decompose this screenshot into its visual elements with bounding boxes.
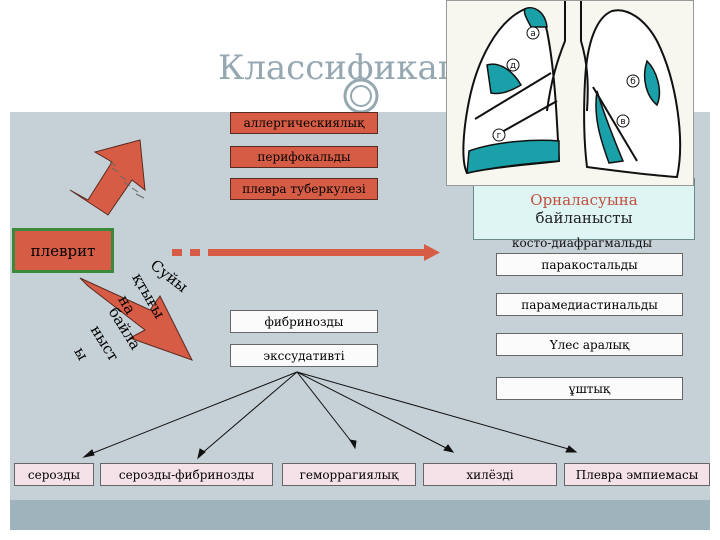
hemorrhagic-box: геморрагиялық [282,463,416,486]
location-header: Орналасуына байланысты [473,178,695,240]
fibrinous-box: фибринозды [230,310,378,333]
lungs-icon: а д г б в [462,1,682,179]
svg-text:б: б [630,77,636,87]
decorative-ring-icon [343,78,379,114]
costo-diaphragmatic-label: косто-диафрагмальды [512,236,653,250]
empyema-box: Плевра эмпиемасы [564,463,710,486]
lung-illustration: а д г б в [446,0,694,186]
paramediastinal-box: парамедиастинальды [496,293,683,316]
serous-box: серозды [14,463,94,486]
allergic-box: аллергическиялық [230,112,378,134]
arrow-up-icon [69,139,146,216]
location-header-line2: байланысты [535,209,633,227]
chylous-box: хилёзді [423,463,557,486]
exudative-box: экссудативті [230,344,378,367]
interlobar-box: Үлес аралық [496,333,683,356]
location-header-line1: Орналасуына [530,191,638,209]
arrow-right-icon [424,244,440,261]
pleura-tuberculosis-box: плевра туберкулезі [230,178,378,200]
apical-box: ұштық [496,377,683,400]
slide-title: Классификаци [218,48,483,88]
svg-text:а: а [530,29,536,39]
pleurit-node: плеврит [12,228,114,273]
svg-text:в: в [620,117,625,127]
serous-fibrinous-box: серозды-фибринозды [100,463,273,486]
bottom-bar [10,500,710,530]
svg-text:д: д [510,61,516,71]
perifocal-box: перифокальды [230,146,378,168]
paracostal-box: паракостальды [496,253,683,276]
arrow-down-icon [79,277,194,361]
svg-text:г: г [497,131,502,141]
